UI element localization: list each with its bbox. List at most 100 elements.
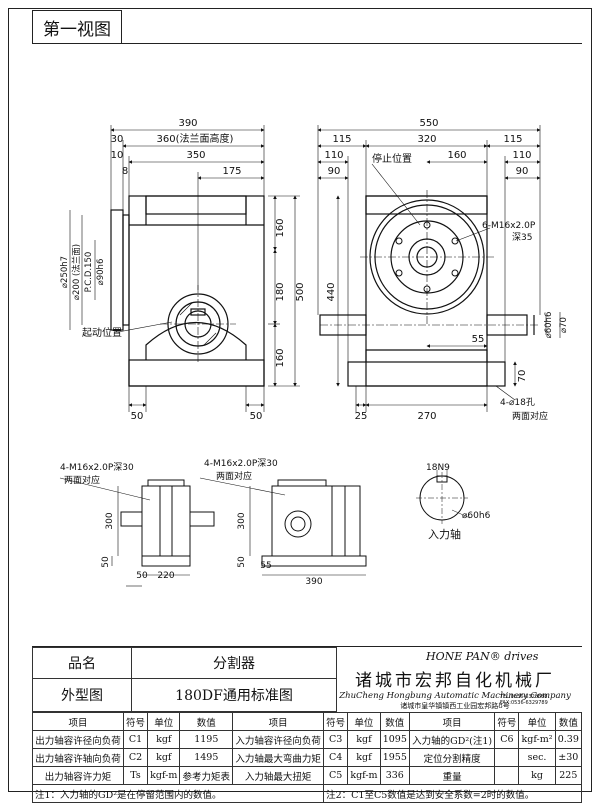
cell: C4 [323, 748, 349, 767]
small-dim-220: 220 [157, 571, 174, 581]
cell: 出力轴容许径向负荷 [32, 730, 124, 749]
label-stop-position: 停止位置 [372, 152, 412, 165]
dim-55: 55 [472, 334, 485, 345]
hdr-val-1: 数值 [179, 712, 234, 731]
table-row: 出力轴容许轴向负荷 C2 kgf 1495 入力轴最大弯曲力矩 C4 kgf 1… [32, 748, 583, 767]
small-dim-50b: 50 [136, 571, 148, 581]
dim-dia250: ⌀250h7 [60, 256, 70, 288]
cell: kgf-m [347, 766, 381, 785]
dim-115a: 115 [332, 134, 351, 145]
dim-175: 175 [222, 166, 241, 177]
label-start-position: 起动位置 [82, 326, 122, 339]
small-dim-50a: 50 [101, 556, 111, 568]
dim-110b: 110 [512, 150, 531, 161]
title-block: 品名 分割器 外型图 180DF通用标准图 项目 符号 单位 数值 项目 符号 … [31, 646, 583, 803]
title-upper: 品名 分割器 外型图 180DF通用标准图 [32, 647, 582, 712]
front-dimensions [69, 125, 300, 412]
cell: kgf [347, 748, 381, 767]
company-en: ZhuCheng Hongbung Automatic Machinery Co… [339, 691, 571, 701]
cell: C1 [122, 730, 149, 749]
small-dim-390: 390 [305, 577, 322, 587]
hdr-item-1: 项目 [32, 712, 124, 731]
small-dim-50c: 50 [237, 556, 247, 568]
brand-logo: HONE PAN® drives [426, 650, 539, 663]
cell: 1195 [179, 730, 234, 749]
dim-350: 350 [186, 150, 205, 161]
company-tel: TEL:0536-6328688 [500, 694, 548, 700]
cell: 1955 [379, 748, 410, 767]
small-mid-note2: 两面对应 [216, 470, 252, 482]
cell: 1495 [179, 748, 234, 767]
dim-110a: 110 [324, 150, 343, 161]
hdr-item-2: 项目 [232, 712, 325, 731]
dim-440: 440 [326, 282, 337, 301]
view-title-rule [32, 43, 582, 44]
small-view-mid [261, 479, 367, 567]
table-row: 出力轴容许力矩 Ts kgf-m 参考力矩表 入力轴最大扭矩 C5 kgf-m … [32, 766, 583, 785]
cell: C2 [122, 748, 149, 767]
small-dim-300b: 300 [237, 512, 247, 529]
dim-dia90: ⌀90h6 [96, 259, 106, 286]
dim-320: 320 [417, 134, 436, 145]
cell: kgf [347, 730, 381, 749]
shaft-label: 入力轴 [428, 527, 461, 541]
drawing-label: 外型图 [32, 678, 132, 712]
dim-8: 8 [122, 166, 128, 177]
dim-dia70: ⌀70 [559, 317, 569, 333]
dim-50b: 50 [250, 411, 263, 422]
cell: kgf-m [147, 766, 181, 785]
company-address: 诸城市皇华镇镇西工业园宏邦路8号 [400, 702, 510, 710]
dim-50a: 50 [131, 411, 144, 422]
hdr-sym-3: 符号 [494, 712, 520, 731]
product-name-label: 品名 [32, 647, 132, 679]
dim-115b: 115 [503, 134, 522, 145]
hdr-item-3: 项目 [408, 712, 496, 731]
cell: kgf-m² [518, 730, 556, 749]
small-view-left [120, 479, 215, 567]
front-view [110, 195, 265, 387]
cell: Ts [122, 766, 149, 785]
view-title: 第一视图 [32, 10, 122, 44]
cell [494, 748, 520, 767]
dim-160: 160 [275, 218, 286, 237]
dim-pcd: P.C.D.150 [84, 252, 94, 293]
small-mid-note: 4-M16x2.0P深30 [204, 458, 278, 469]
shaft-dia: ⌀60h6 [462, 511, 491, 521]
company-fax: FAX:0536-6329789 [500, 700, 548, 706]
cell: 225 [554, 766, 583, 785]
cell: 出力轴容许力矩 [32, 766, 124, 785]
dim-500: 500 [295, 282, 306, 301]
company-block: 诸城市宏邦自化机械厂 ZhuCheng Hongbung Automatic M… [328, 646, 582, 710]
label-tap-depth: 深35 [512, 232, 532, 243]
dim-160: 160 [447, 150, 466, 161]
cell: 入力轴容许径向负荷 [232, 730, 325, 749]
dim-360: 360(法兰面高度) [157, 132, 234, 145]
cell: kgf [147, 730, 181, 749]
cell: sec. [518, 748, 556, 767]
cell: 重量 [408, 766, 496, 785]
cell: 1095 [379, 730, 410, 749]
hdr-sym-1: 符号 [122, 712, 149, 731]
small-left-note: 4-M16x2.0P深30 [60, 462, 134, 473]
label-holes-both: 两面对应 [512, 410, 548, 422]
company-cn: 诸城市宏邦自化机械厂 [355, 671, 555, 691]
cell: 参考力矩表 [179, 766, 234, 785]
cell: C3 [323, 730, 349, 749]
hdr-unit-2: 单位 [347, 712, 381, 731]
shaft-detail-labels: 18N9 ⌀60h6 入力轴 [426, 463, 491, 541]
cell: C6 [494, 730, 520, 749]
dim-10: 10 [111, 150, 124, 161]
dim-70: 70 [517, 370, 528, 383]
dim-180: 180 [275, 282, 286, 301]
dim-550: 550 [419, 118, 438, 129]
hdr-val-2: 数值 [379, 712, 410, 731]
cell: C5 [323, 766, 349, 785]
small-mid-labels: 4-M16x2.0P深30 两面对应 300 50 55 390 [204, 458, 323, 587]
label-holes: 4-⌀18孔 [500, 397, 535, 408]
dim-90a: 90 [328, 166, 341, 177]
small-dim-300a: 300 [105, 512, 115, 529]
cell: 入力轴的GD²(注1) [408, 730, 496, 749]
cell: kgf [147, 748, 181, 767]
front-flange [110, 209, 124, 331]
